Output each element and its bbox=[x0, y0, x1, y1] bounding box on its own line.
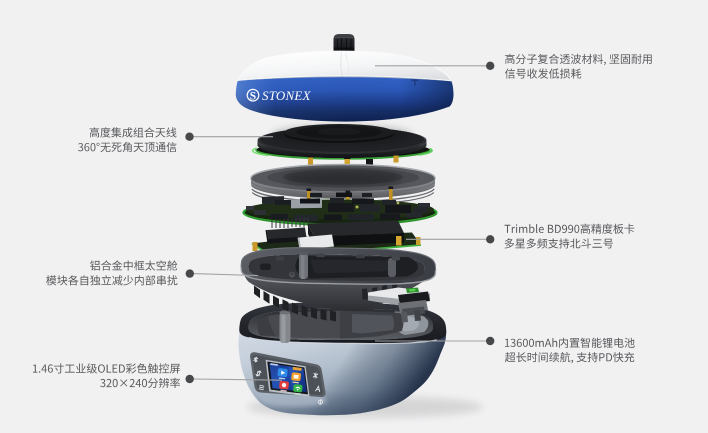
svg-text:STONEX: STONEX bbox=[262, 88, 311, 103]
svg-text:S: S bbox=[250, 91, 256, 103]
